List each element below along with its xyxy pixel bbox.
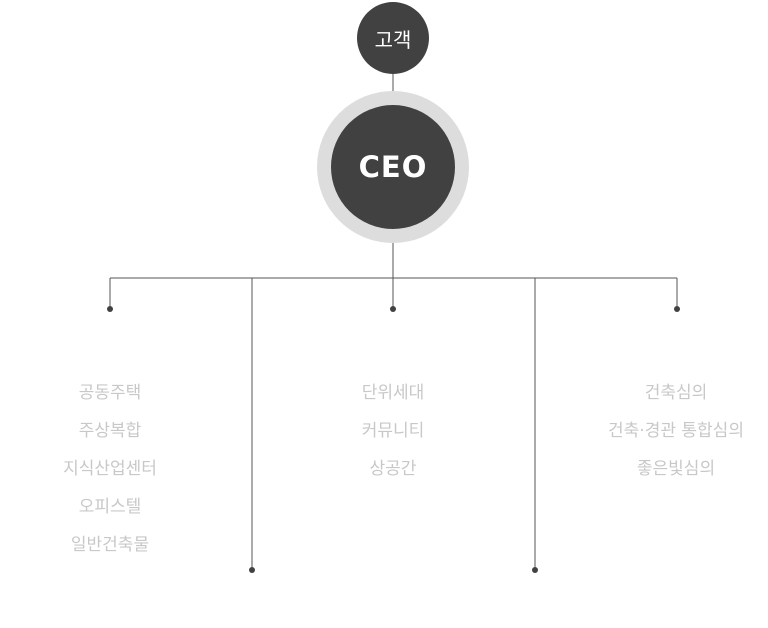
list-item: 공동주택 (78, 383, 142, 403)
column-interior: 단위세대 커뮤니티 상공간 (283, 374, 503, 488)
list-item: 지식산업센터 (63, 459, 157, 479)
customer-node: 고객 (357, 2, 429, 74)
column-housing: 공동주택 주상복합 지식산업센터 오피스텔 일반건축물 (0, 374, 220, 564)
ceo-node: CEO (331, 105, 455, 229)
list-item: 좋은빛심의 (636, 459, 716, 479)
list-item: 건축심의 (644, 383, 708, 403)
list-item: 단위세대 (361, 383, 425, 403)
list-item: 일반건축물 (70, 535, 150, 555)
list-item: 커뮤니티 (361, 421, 425, 441)
branch-dot-5 (674, 306, 680, 312)
column-review: 건축심의 건축·경관 통합심의 좋은빛심의 (566, 374, 768, 488)
divider-dot-1 (249, 567, 255, 573)
branch-dot-3 (390, 306, 396, 312)
branch-dot-1 (107, 306, 113, 312)
list-item: 건축·경관 통합심의 (608, 421, 744, 441)
list-item: 주상복합 (78, 421, 142, 441)
customer-label: 고객 (374, 27, 412, 52)
ceo-label: CEO (358, 150, 428, 184)
list-item: 오피스텔 (78, 497, 142, 517)
list-item: 상공간 (369, 459, 417, 479)
divider-dot-2 (532, 567, 538, 573)
